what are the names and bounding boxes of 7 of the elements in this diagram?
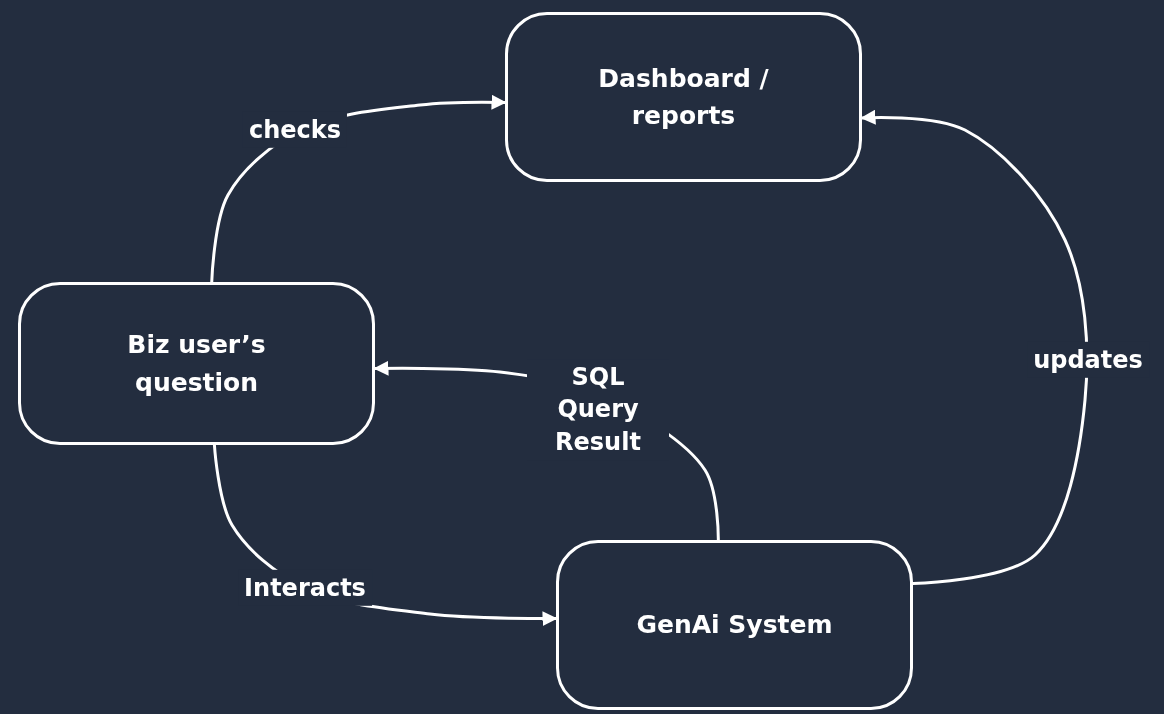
rounded-box — [18, 282, 375, 445]
node-label: Dashboard / reports — [597, 62, 770, 132]
arrow — [860, 109, 1089, 585]
node-label: Biz user’s question — [126, 329, 267, 399]
node-label: GenAi System — [635, 609, 834, 642]
rounded-box — [556, 540, 913, 710]
rounded-box — [505, 12, 862, 182]
